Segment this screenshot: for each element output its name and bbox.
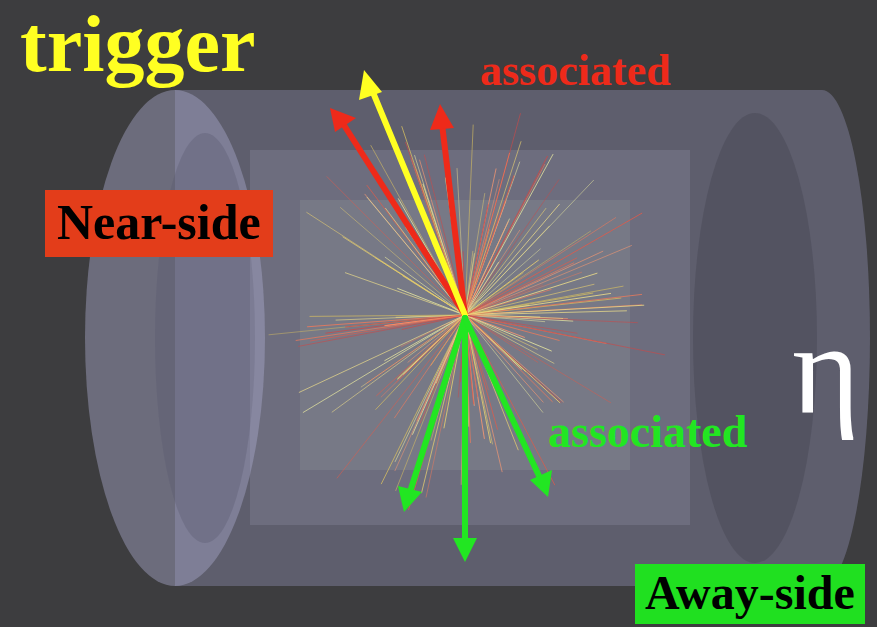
particle-track xyxy=(465,204,488,315)
particle-track xyxy=(465,315,577,333)
particle-track xyxy=(465,293,611,315)
particle-track xyxy=(465,213,642,315)
particle-track xyxy=(465,284,594,315)
particle-track xyxy=(465,315,555,485)
associated-arrow xyxy=(430,104,465,315)
away-side-box: Away-side xyxy=(635,564,865,624)
box-text: Away-side xyxy=(645,568,855,618)
associated-arrow xyxy=(453,318,477,562)
trigger-arrow xyxy=(359,70,465,315)
particle-track xyxy=(395,315,465,471)
particle-track xyxy=(465,179,499,315)
particle-track xyxy=(345,315,465,327)
particle-track xyxy=(465,286,624,315)
near-side-box: Near-side xyxy=(45,190,273,257)
particle-track xyxy=(310,315,466,316)
particle-track xyxy=(465,262,499,315)
particle-track xyxy=(465,162,520,315)
associated-label: associated xyxy=(548,408,747,456)
particle-track xyxy=(465,260,539,315)
particle-track xyxy=(465,285,543,315)
particle-track xyxy=(465,179,559,315)
associated-label: associated xyxy=(480,48,671,94)
particle-track xyxy=(296,315,465,341)
associated-arrow xyxy=(330,108,465,315)
particle-track xyxy=(465,315,665,355)
particle-track xyxy=(465,169,496,316)
trigger-label: trigger xyxy=(20,2,255,86)
detector-barrel xyxy=(175,90,870,586)
particle-track xyxy=(465,315,553,402)
box-text: Near-side xyxy=(57,196,261,249)
particle-track xyxy=(465,141,521,315)
associated-arrow xyxy=(398,318,465,512)
particle-track xyxy=(465,251,603,315)
particle-track xyxy=(465,245,632,315)
particle-track xyxy=(465,153,510,315)
detector-endcap xyxy=(85,90,265,586)
particle-track xyxy=(465,230,520,315)
particle-track xyxy=(465,315,493,444)
eta-symbol: η xyxy=(792,300,860,437)
associated-arrow xyxy=(465,318,552,497)
particle-track xyxy=(299,315,465,393)
particle-track xyxy=(465,315,564,402)
particle-track xyxy=(337,315,465,478)
